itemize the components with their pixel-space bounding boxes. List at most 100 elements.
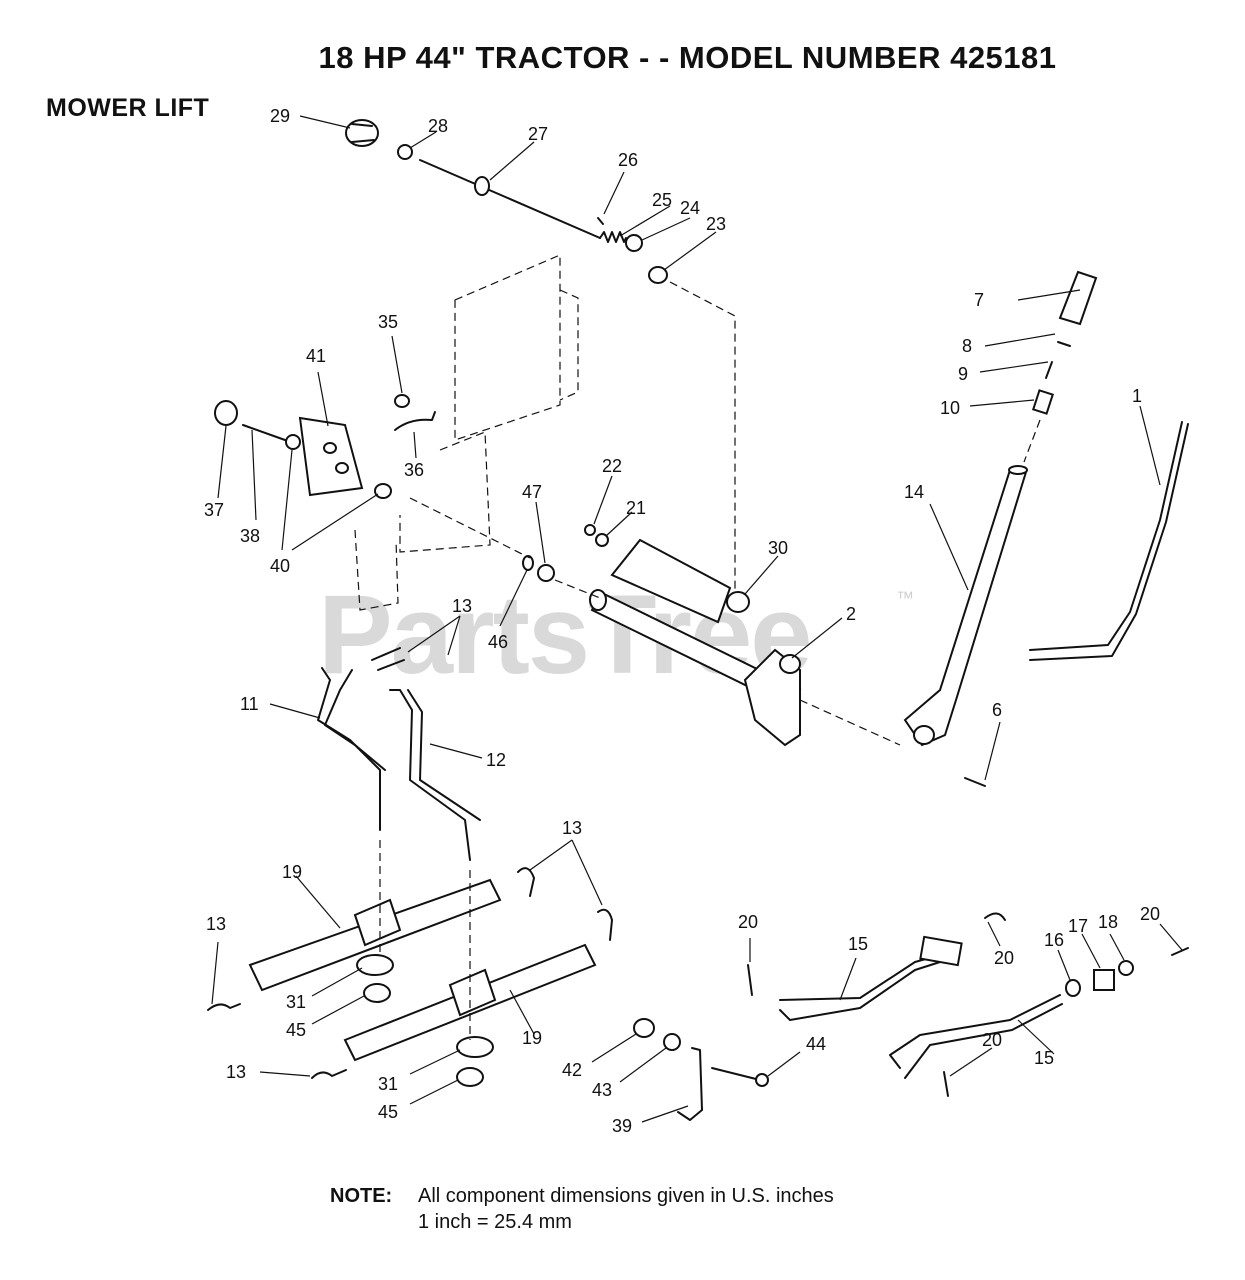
callout-26: 26 bbox=[618, 150, 638, 170]
callout-20-b: 20 bbox=[994, 948, 1014, 968]
callout-12: 12 bbox=[486, 750, 506, 770]
part-10-nut bbox=[1031, 389, 1055, 415]
callout-46: 46 bbox=[488, 632, 508, 652]
part-37-cap bbox=[214, 400, 238, 426]
part-15-rod-lower bbox=[889, 994, 1063, 1079]
callout-17: 17 bbox=[1068, 916, 1088, 936]
part-19-lift-arm-upper bbox=[248, 878, 502, 992]
part-26-pin bbox=[597, 217, 604, 225]
page-title: 18 HP 44" TRACTOR - - MODEL NUMBER 42518… bbox=[318, 40, 1057, 75]
callout-20-d: 20 bbox=[982, 1030, 1002, 1050]
callout-42: 42 bbox=[562, 1060, 582, 1080]
part-35-washer bbox=[394, 394, 410, 408]
callout-39: 39 bbox=[612, 1116, 632, 1136]
part-6-pin bbox=[964, 777, 986, 787]
assembly-lines bbox=[379, 281, 1041, 1040]
part-27-lift-rod bbox=[419, 159, 601, 239]
part-15-rod-upper bbox=[779, 935, 963, 1021]
part-16-washer bbox=[1065, 979, 1081, 997]
callout-13-right: 13 bbox=[562, 818, 582, 838]
callout-13-bottom: 13 bbox=[226, 1062, 246, 1082]
part-23-nut bbox=[648, 266, 668, 284]
callout-35: 35 bbox=[378, 312, 398, 332]
part-43-washer bbox=[663, 1033, 681, 1051]
callout-7: 7 bbox=[974, 290, 984, 310]
part-31-nut-lower bbox=[456, 1036, 494, 1058]
watermark-trademark: ™ bbox=[896, 588, 914, 608]
part-31-nut-upper bbox=[356, 954, 394, 976]
callout-45-lower: 45 bbox=[378, 1102, 398, 1122]
callout-22: 22 bbox=[602, 456, 622, 476]
callout-45-upper: 45 bbox=[286, 1020, 306, 1040]
callout-44: 44 bbox=[806, 1034, 826, 1054]
note-label: NOTE: bbox=[330, 1185, 393, 1207]
callout-19-upper: 19 bbox=[282, 862, 302, 882]
part-25-spring bbox=[599, 231, 627, 243]
part-46-bushing bbox=[522, 555, 534, 571]
part-22-washer bbox=[584, 524, 596, 536]
note-line-2: 1 inch = 25.4 mm bbox=[418, 1211, 572, 1233]
part-40-washer-a bbox=[285, 434, 301, 450]
callout-8: 8 bbox=[962, 336, 972, 356]
callout-6: 6 bbox=[992, 700, 1002, 720]
part-41-bracket bbox=[298, 416, 364, 497]
callout-9: 9 bbox=[958, 364, 968, 384]
callout-38: 38 bbox=[240, 526, 260, 546]
callout-15-lower: 15 bbox=[1034, 1048, 1054, 1068]
callout-16: 16 bbox=[1044, 930, 1064, 950]
callout-20-a: 20 bbox=[738, 912, 758, 932]
callout-31-upper: 31 bbox=[286, 992, 306, 1012]
callout-14: 14 bbox=[904, 482, 924, 502]
callout-30: 30 bbox=[768, 538, 788, 558]
part-18-nut bbox=[1118, 960, 1134, 976]
dimensions-note: NOTE: All component dimensions given in U… bbox=[330, 1183, 834, 1235]
part-24-washer bbox=[625, 234, 643, 252]
callout-41: 41 bbox=[306, 346, 326, 366]
part-13-clips bbox=[207, 647, 613, 1079]
frame-plate-dashed bbox=[354, 254, 579, 611]
callout-21: 21 bbox=[626, 498, 646, 518]
part-20-clips bbox=[747, 912, 1189, 1097]
part-1-rod bbox=[1029, 421, 1189, 661]
callout-36: 36 bbox=[404, 460, 424, 480]
part-17-block bbox=[1093, 969, 1115, 991]
callout-43: 43 bbox=[592, 1080, 612, 1100]
callout-20-c: 20 bbox=[1140, 904, 1160, 924]
part-11-link bbox=[317, 667, 386, 831]
part-40-washer-b bbox=[374, 483, 392, 499]
callout-25: 25 bbox=[652, 190, 672, 210]
note-line-1: All component dimensions given in U.S. i… bbox=[418, 1185, 834, 1207]
part-21-washer bbox=[595, 533, 609, 547]
callout-11: 11 bbox=[240, 694, 259, 714]
part-12-link bbox=[389, 689, 481, 861]
callout-1: 1 bbox=[1132, 386, 1142, 406]
part-9-spring bbox=[1045, 361, 1053, 379]
callout-24: 24 bbox=[680, 198, 700, 218]
callout-47: 47 bbox=[522, 482, 542, 502]
part-38-bolt bbox=[242, 424, 286, 441]
callout-15-upper: 15 bbox=[848, 934, 868, 954]
part-29-knob bbox=[345, 119, 379, 147]
callout-29: 29 bbox=[270, 106, 290, 126]
callout-2: 2 bbox=[846, 604, 856, 624]
part-36-clip bbox=[394, 411, 436, 431]
part-44-bolt bbox=[711, 1067, 769, 1087]
section-heading: MOWER LIFT bbox=[46, 94, 210, 122]
callout-23: 23 bbox=[706, 214, 726, 234]
part-28-washer bbox=[397, 144, 413, 160]
part-47-bushing bbox=[537, 564, 555, 582]
part-8-button bbox=[1057, 341, 1071, 347]
part-45-nut-lower bbox=[456, 1067, 484, 1087]
callout-19-lower: 19 bbox=[522, 1028, 542, 1048]
part-42-bushing bbox=[633, 1018, 655, 1038]
callout-37: 37 bbox=[204, 500, 224, 520]
callout-10: 10 bbox=[940, 398, 960, 418]
part-45-nut-upper bbox=[363, 983, 391, 1003]
callout-27: 27 bbox=[528, 124, 548, 144]
part-2-lift-shaft bbox=[589, 538, 802, 747]
leader-lines bbox=[211, 115, 1183, 1123]
callout-labels: 29 28 27 26 25 24 23 7 8 9 10 1 35 41 37… bbox=[204, 106, 1160, 1136]
part-14-lift-handle bbox=[903, 465, 1028, 747]
callout-31-lower: 31 bbox=[378, 1074, 398, 1094]
